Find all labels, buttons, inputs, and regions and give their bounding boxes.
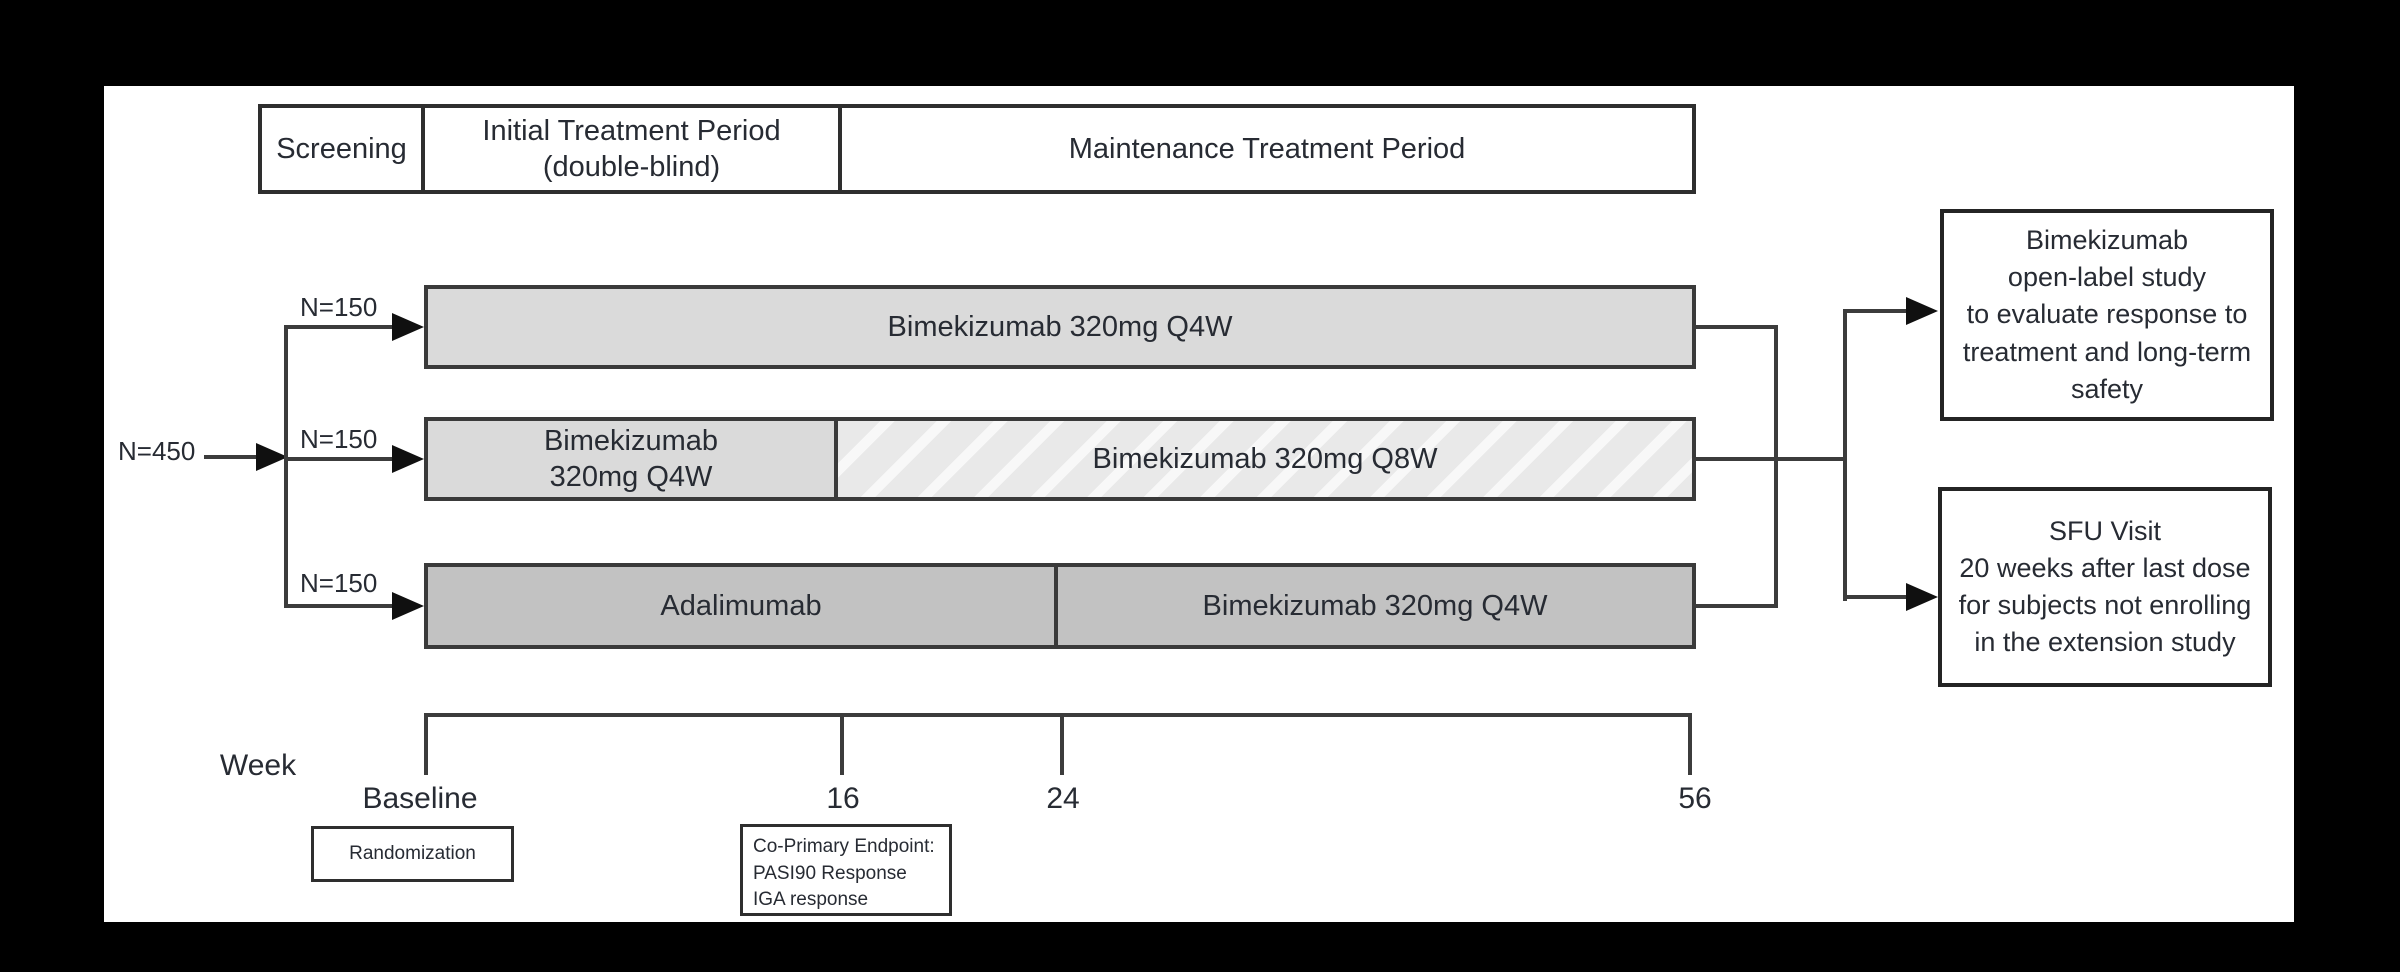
arm3-maintenance-segment-label: Bimekizumab 320mg Q4W [1202,589,1548,622]
week-axis-label: Week [219,749,297,782]
arm3-initial-segment-label: Adalimumab [660,589,822,622]
n-total-label: N=450 [118,436,196,466]
period-header-screening-label: Screening [276,132,407,165]
arm1-arrowhead-icon [392,313,424,341]
timeline-line [424,713,1692,717]
arm3-maintenance-segment: Bimekizumab 320mg Q4W [1054,563,1696,649]
period-header-initial-label: Initial Treatment Period (double-blind) [482,114,781,183]
endpoint-text: Co-Primary Endpoint: PASI90 Response IGA… [753,836,935,911]
tick-label-week16: 16 [826,782,860,815]
arm3-collector-line [1692,604,1778,608]
tick-label-week56: 56 [1678,782,1712,815]
tick-label-week24: 24 [1046,782,1080,815]
arm2-initial-segment-label: Bimekizumab 320mg Q4W [543,424,719,493]
n-total-arrowhead-icon [256,443,288,471]
extension-arrowhead-icon [1906,297,1938,325]
randomization-box: Randomization [311,826,514,882]
arm1-bar: Bimekizumab 320mg Q4W [424,285,1696,369]
collector-vertical-line-1 [1774,325,1778,608]
arm2-collector-line [1692,457,1847,461]
randomization-label: Randomization [349,842,476,864]
arm1-bar-label: Bimekizumab 320mg Q4W [887,310,1233,343]
arm3-initial-segment: Adalimumab [424,563,1058,649]
sfu-visit-text: SFU Visit 20 weeks after last dose for s… [1958,515,2252,658]
tick-label-baseline: Baseline [362,782,478,815]
extension-study-text: Bimekizumab open-label study to evaluate… [1962,224,2252,404]
arm3-branch-line [284,604,394,608]
n-total-connector-line [204,455,262,459]
sfu-visit-box: SFU Visit 20 weeks after last dose for s… [1938,487,2272,687]
tick-week16 [840,713,844,775]
collector-vertical-line-2 [1843,309,1847,601]
arm1-branch-line [284,325,394,329]
extension-study-box: Bimekizumab open-label study to evaluate… [1940,209,2274,421]
arm1-collector-line [1692,325,1778,329]
tick-baseline [424,713,428,775]
branch-vertical-line [284,325,288,608]
arm2-maintenance-segment: Bimekizumab 320mg Q8W [834,417,1696,501]
arm2-initial-segment: Bimekizumab 320mg Q4W [424,417,838,501]
arm2-arrowhead-icon [392,445,424,473]
n-arm1-label: N=150 [300,292,378,322]
diagram-panel [104,86,2294,922]
n-arm3-label: N=150 [300,568,378,598]
arm3-arrowhead-icon [392,592,424,620]
period-header-maintenance: Maintenance Treatment Period [838,104,1696,194]
tick-week24 [1060,713,1064,775]
arm2-branch-line [284,457,394,461]
n-arm2-label: N=150 [300,424,378,454]
period-header-screening: Screening [258,104,425,194]
endpoint-box: Co-Primary Endpoint: PASI90 Response IGA… [740,824,952,916]
tick-week56 [1688,713,1692,775]
extension-arrow-line [1843,309,1909,313]
period-header-initial: Initial Treatment Period (double-blind) [421,104,842,194]
period-header-maintenance-label: Maintenance Treatment Period [1068,132,1466,165]
sfu-arrow-line [1843,595,1909,599]
arm2-maintenance-segment-label: Bimekizumab 320mg Q8W [1092,442,1438,475]
sfu-arrowhead-icon [1906,583,1938,611]
